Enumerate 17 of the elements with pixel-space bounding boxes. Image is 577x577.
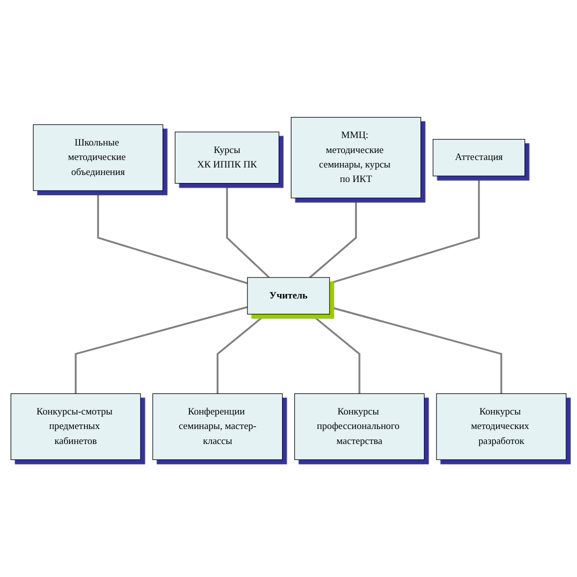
connector bbox=[310, 313, 360, 394]
connector bbox=[329, 306, 502, 394]
node-box: Конкурсы профессионального мастерства bbox=[294, 393, 425, 460]
node-box: Конкурсы методических разработок bbox=[436, 393, 566, 460]
node-box: Конференции семинары, мастер-классы bbox=[152, 393, 283, 460]
node-box: ММЦ: методические семинары, курсы по ИКТ bbox=[290, 116, 422, 198]
node-box: Курсы ХК ИППК ПК bbox=[174, 132, 280, 184]
connector bbox=[329, 176, 480, 284]
connector bbox=[309, 198, 357, 278]
node-box: Учитель bbox=[247, 277, 330, 314]
node-box: Аттестация bbox=[432, 139, 526, 176]
node-box: Школьные методические объединения bbox=[32, 124, 164, 191]
node-box: Конкурсы-смотры предметных кабинетов bbox=[10, 393, 141, 460]
connector bbox=[97, 190, 248, 284]
connector bbox=[74, 306, 248, 394]
connector bbox=[226, 183, 270, 278]
connector bbox=[216, 313, 267, 394]
